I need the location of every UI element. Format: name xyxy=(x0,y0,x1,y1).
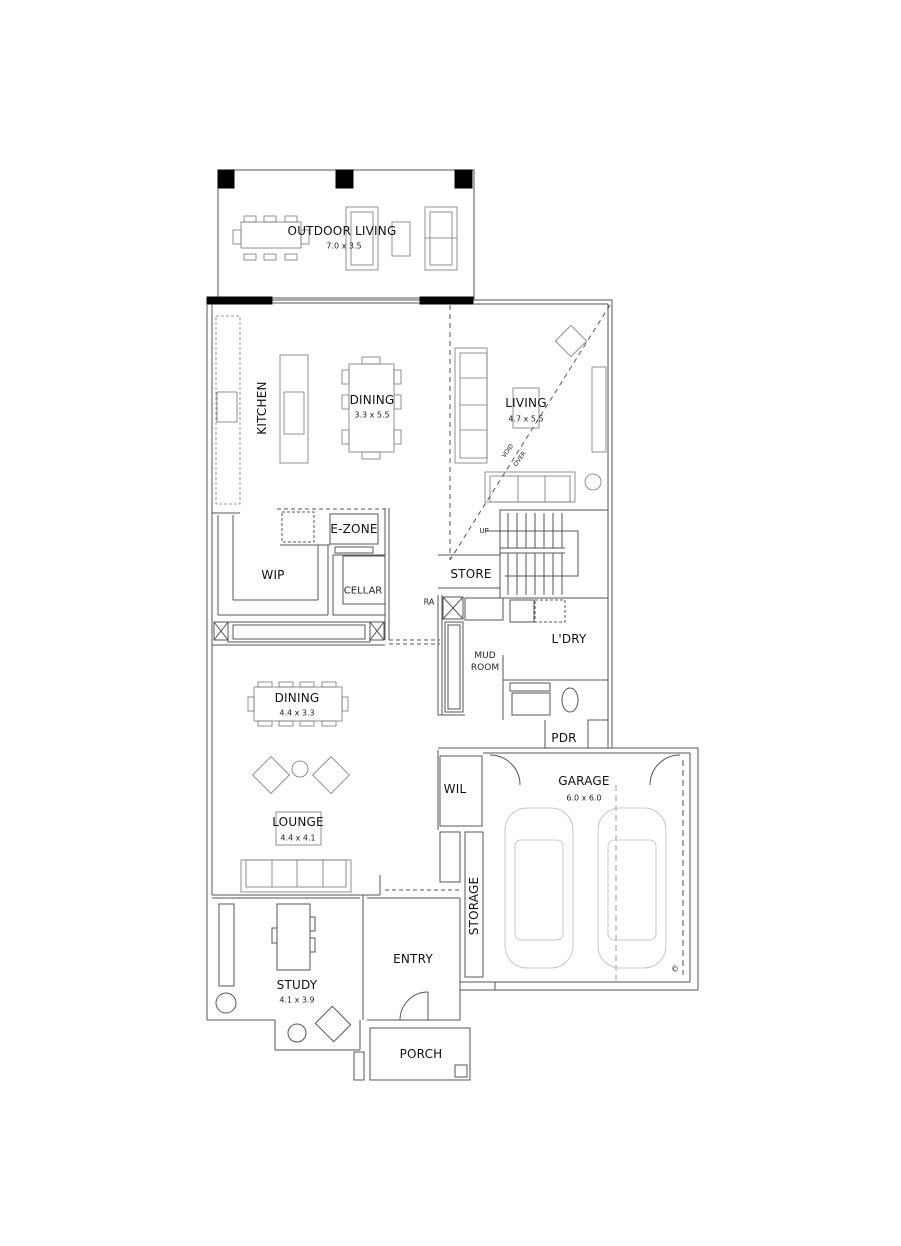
laundry-label: L'DRY xyxy=(551,632,587,646)
wil-label: WIL xyxy=(443,782,467,796)
dining-upper-size: 3.3 x 5.5 xyxy=(354,410,390,420)
garage-label: GARAGE xyxy=(558,774,610,788)
dining-lower-label: DINING xyxy=(274,691,320,705)
wip-label: WIP xyxy=(261,568,285,582)
copyright-mark: © xyxy=(671,964,679,974)
mud-room-label-2: ROOM xyxy=(470,663,500,673)
porch-label: PORCH xyxy=(399,1047,443,1061)
dining-lower-size: 4.4 x 3.3 xyxy=(279,708,315,718)
garage-size: 6.0 x 6.0 xyxy=(566,793,602,803)
cellar-label: CELLAR xyxy=(343,585,383,597)
kitchen-fixtures xyxy=(215,315,309,505)
living-furniture xyxy=(454,324,607,503)
mud-room-label-1: MUD xyxy=(474,651,496,661)
e-zone-label: E-ZONE xyxy=(330,522,378,536)
outdoor-living-size: 7.0 x 3.5 xyxy=(326,241,362,251)
dining-upper-label: DINING xyxy=(349,393,395,407)
store-label: STORE xyxy=(450,567,492,581)
lounge-furniture xyxy=(240,756,352,893)
garage-cars xyxy=(504,807,667,969)
outdoor-dining-table xyxy=(232,215,310,261)
entry-label: ENTRY xyxy=(393,952,433,966)
living-size: 4.7 x 5.5 xyxy=(508,414,544,424)
kitchen-label: KITCHEN xyxy=(255,381,269,435)
pdr-label: PDR xyxy=(551,731,577,745)
lounge-size: 4.4 x 4.1 xyxy=(280,833,316,843)
stair-up-label: UP xyxy=(479,527,489,535)
ra-label: RA xyxy=(423,597,435,607)
storage-label: STORAGE xyxy=(467,876,481,936)
study-label: STUDY xyxy=(276,978,318,992)
outdoor-living-label: OUTDOOR LIVING xyxy=(287,224,397,238)
lower-dining-table xyxy=(247,681,349,727)
walls xyxy=(206,296,699,1081)
living-label: LIVING xyxy=(505,396,547,410)
lounge-label: LOUNGE xyxy=(272,815,324,829)
staircase xyxy=(485,509,609,599)
study-size: 4.1 x 3.9 xyxy=(279,995,315,1005)
outdoor-living-area xyxy=(217,169,475,301)
upper-dining-table xyxy=(341,356,402,460)
outdoor-sofa xyxy=(345,206,458,271)
